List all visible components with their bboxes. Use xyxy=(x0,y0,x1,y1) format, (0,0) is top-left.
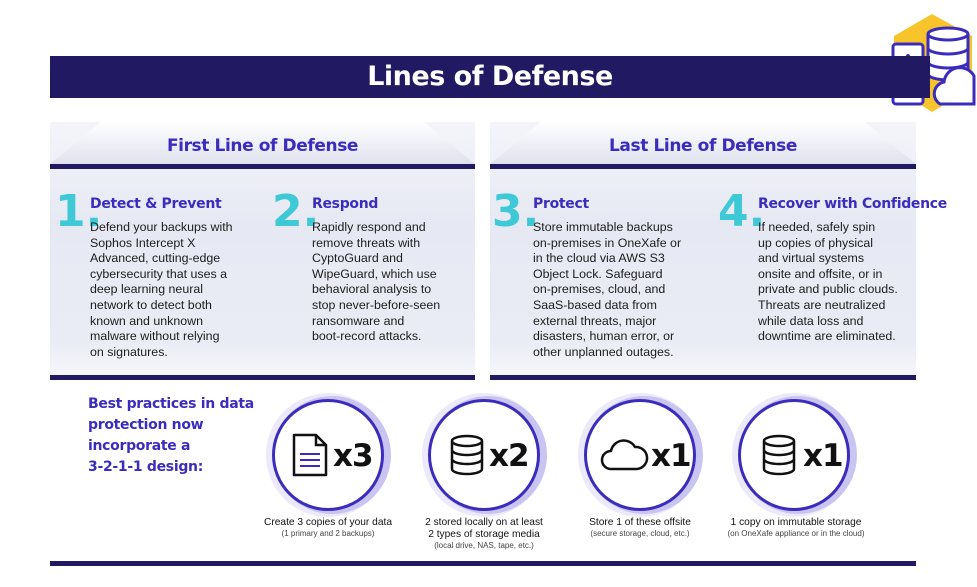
rule-1-offsite: x1 xyxy=(584,399,696,511)
step-title: Detect & Prevent xyxy=(90,196,222,212)
multiplier: x1 xyxy=(803,438,844,474)
rule-2-media: x2 xyxy=(428,399,540,511)
last-line-title: Last Line of Defense xyxy=(609,136,797,156)
rule-caption: Store 1 of these offsite (secure storage… xyxy=(589,517,691,538)
database-icon xyxy=(762,434,796,476)
first-line-panel: First Line of Defense xyxy=(50,122,475,380)
step-title: Respond xyxy=(312,196,379,212)
rule-1-immutable: x1 xyxy=(738,399,850,511)
database-icon xyxy=(450,434,484,476)
step-number: 1. xyxy=(55,186,103,237)
rule-3-copies: x3 xyxy=(272,399,384,511)
multiplier: x1 xyxy=(651,438,692,474)
step-number: 3. xyxy=(492,186,540,237)
step-number: 4. xyxy=(718,186,766,237)
bottom-divider xyxy=(50,561,916,566)
cloud-icon xyxy=(600,439,649,471)
multiplier: x3 xyxy=(333,438,374,474)
step-title: Recover with Confidence xyxy=(758,196,947,212)
first-line-title: First Line of Defense xyxy=(166,136,359,156)
step-title: Protect xyxy=(533,196,589,212)
document-icon xyxy=(292,433,328,477)
rule-caption: 2 stored locally on at least 2 types of … xyxy=(425,517,543,550)
rule-caption: 1 copy on immutable storage (on OneXafe … xyxy=(727,517,865,538)
last-line-panel: Last Line of Defense xyxy=(490,122,916,380)
multiplier: x2 xyxy=(489,438,530,474)
page-title: Lines of Defense xyxy=(50,56,930,98)
rule-caption: Create 3 copies of your data (1 primary … xyxy=(264,517,392,538)
step-number: 2. xyxy=(272,186,320,237)
